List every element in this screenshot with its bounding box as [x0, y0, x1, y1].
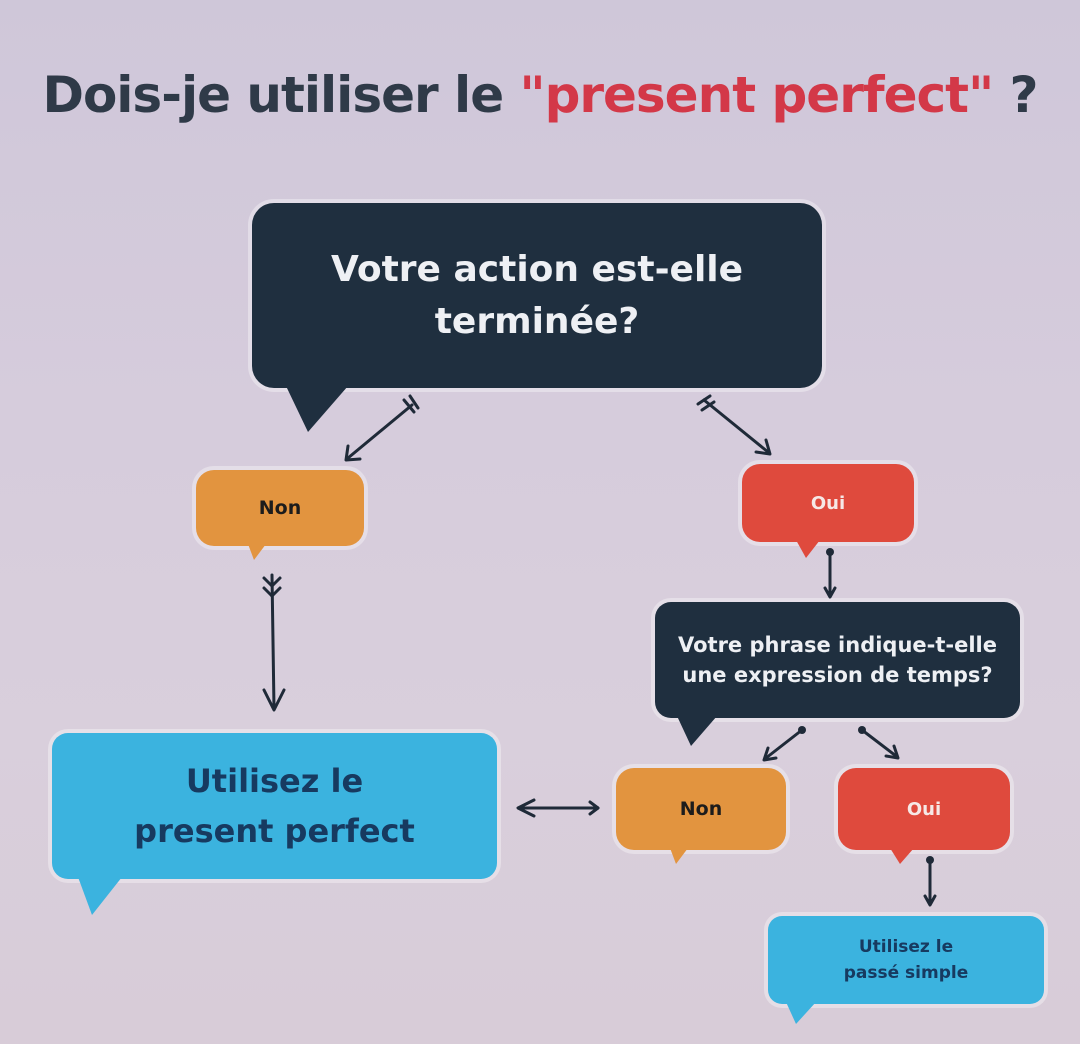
answer-non-1: Non	[196, 470, 364, 560]
arrow-dot	[826, 548, 834, 556]
question-action-terminee: Votre action est-elle terminée?	[252, 203, 822, 432]
title-accent: "present perfect"	[519, 66, 995, 124]
answer-oui-1: Oui	[742, 464, 914, 558]
title-prefix: Dois-je utiliser le	[42, 66, 520, 124]
speech-tail	[248, 544, 266, 560]
speech-tail	[796, 540, 820, 558]
oui2-label: Oui	[906, 798, 942, 820]
arrow-non2-to-present-perfect	[516, 798, 600, 818]
non1-label: Non	[258, 497, 302, 519]
speech-tail	[786, 1002, 816, 1024]
arrow-q1-to-oui	[696, 394, 772, 456]
arrow-non-to-present-perfect	[262, 573, 286, 712]
arrow-dot	[926, 856, 934, 864]
arrow-oui2-to-passe-simple	[923, 858, 937, 907]
question-expression-de-temps: Votre phrase indique-t-elle une expressi…	[655, 602, 1020, 746]
answer-oui-2: Oui	[838, 768, 1010, 864]
q2-line1: Votre phrase indique-t-elle	[678, 633, 997, 657]
arrow-q1-to-non	[344, 394, 420, 462]
result-passe-simple: Utilisez le passé simple	[768, 916, 1044, 1024]
arrow-q2-to-non	[762, 728, 804, 762]
q2-line2: une expression de temps?	[682, 663, 993, 687]
speech-tail	[78, 877, 122, 915]
q1-line1: Votre action est-elle	[330, 248, 744, 290]
rps-line2: passé simple	[843, 963, 969, 983]
arrow-dot	[858, 726, 866, 734]
rps-line1: Utilisez le	[858, 937, 954, 957]
arrow-oui-to-q2	[823, 550, 837, 599]
answer-non-2: Non	[616, 768, 786, 864]
speech-tail	[286, 386, 348, 432]
result-present-perfect: Utilisez le present perfect	[52, 733, 497, 915]
arrow-q2-to-oui	[860, 728, 900, 760]
page-title: Dois-je utiliser le "present perfect" ?	[0, 66, 1080, 124]
speech-tail	[890, 848, 914, 864]
arrow-dot	[798, 726, 806, 734]
non2-label: Non	[679, 798, 723, 820]
speech-tail	[677, 716, 717, 746]
oui1-label: Oui	[810, 492, 846, 514]
q1-line2: terminée?	[434, 300, 640, 342]
rpp-line1: Utilisez le	[185, 762, 364, 800]
speech-tail	[670, 848, 688, 864]
title-suffix: ?	[993, 66, 1039, 124]
rpp-line2: present perfect	[134, 812, 415, 850]
